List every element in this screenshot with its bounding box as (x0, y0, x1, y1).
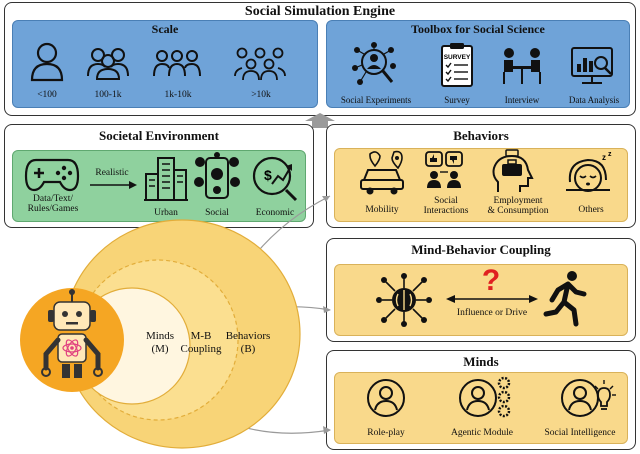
toolbox-label-4: Data Analysis (568, 95, 620, 105)
minds-label-agentic: Agentic Module (450, 428, 513, 438)
toolbox-label-3: Interview (504, 95, 540, 105)
data-analysis-icon (571, 47, 613, 84)
up-arrow (305, 113, 335, 128)
employment-head-icon (492, 149, 534, 192)
crowd-icon (234, 47, 286, 81)
env-label-urban: Urban (154, 208, 178, 218)
realistic-label: Realistic (95, 168, 129, 178)
social-intelligence-icon (561, 379, 616, 417)
city-buildings-icon (144, 157, 188, 201)
svg-text:z: z (608, 151, 612, 158)
running-person-icon (543, 271, 587, 327)
toolbox-label-1: Social Experiments (340, 95, 412, 105)
economic-chart-icon: $ (252, 156, 298, 202)
env-label-economic: Economic (255, 208, 295, 218)
agentic-module-icon (459, 376, 511, 418)
sleeping-face-icon: z z (566, 151, 612, 192)
behavior-label-others: Others (578, 205, 604, 215)
scale-label-4: >10k (251, 90, 271, 100)
influence-label: Influence or Drive (456, 308, 528, 318)
minds-label-social-intel: Social Intelligence (544, 428, 616, 438)
toolbox-label-2: Survey (444, 95, 470, 105)
svg-text:z: z (602, 153, 606, 162)
behaviors-title: Behaviors (453, 128, 509, 143)
circle-label-behaviors: Behaviors (B) (225, 330, 271, 355)
realistic-arrow (90, 181, 137, 189)
question-mark: ? (481, 264, 501, 297)
circle-label-minds: Minds (M) (145, 330, 175, 355)
social-interaction-icon (425, 151, 463, 188)
small-group-icon (87, 48, 129, 80)
env-label-social: Social (205, 208, 229, 218)
behaviors-panel (334, 148, 628, 222)
minds-panel (334, 372, 628, 444)
survey-word: SURVEY (444, 54, 471, 61)
environment-source-label: Data/Text/ Rules/Games (27, 194, 79, 214)
car-location-icon (360, 150, 404, 195)
toolbox-title: Toolbox for Social Science (411, 22, 545, 36)
scale-label-3: 1k-10k (164, 90, 192, 100)
scale-label-2: 100-1k (94, 90, 122, 100)
gamepad-icon (24, 158, 80, 192)
robot-icon (41, 289, 103, 378)
behavior-label-social: Social Interactions (423, 196, 469, 216)
svg-text:$: $ (264, 167, 272, 183)
behavior-label-employment: Employment & Consumption (487, 196, 549, 216)
survey-clipboard-icon: SURVEY (441, 43, 473, 87)
minds-label-roleplay: Role-play (367, 428, 405, 438)
scale-label-1: <100 (37, 90, 57, 100)
single-person-icon (30, 42, 64, 82)
interview-icon (503, 48, 541, 84)
scale-panel (12, 20, 318, 108)
double-arrow (446, 295, 538, 303)
social-experiment-network-icon (352, 42, 396, 85)
role-play-user-icon (367, 379, 405, 417)
environment-title: Societal Environment (98, 128, 219, 143)
scale-title: Scale (151, 22, 179, 36)
circle-label-coupling: M-B Coupling (180, 330, 222, 355)
social-media-phone-icon (194, 152, 240, 199)
minds-title: Minds (463, 354, 499, 369)
coupling-title: Mind-Behavior Coupling (411, 242, 551, 257)
engine-title: Social Simulation Engine (244, 4, 396, 19)
brain-network-icon (376, 273, 432, 327)
behavior-label-mobility: Mobility (365, 205, 399, 215)
group-icon (153, 50, 201, 77)
